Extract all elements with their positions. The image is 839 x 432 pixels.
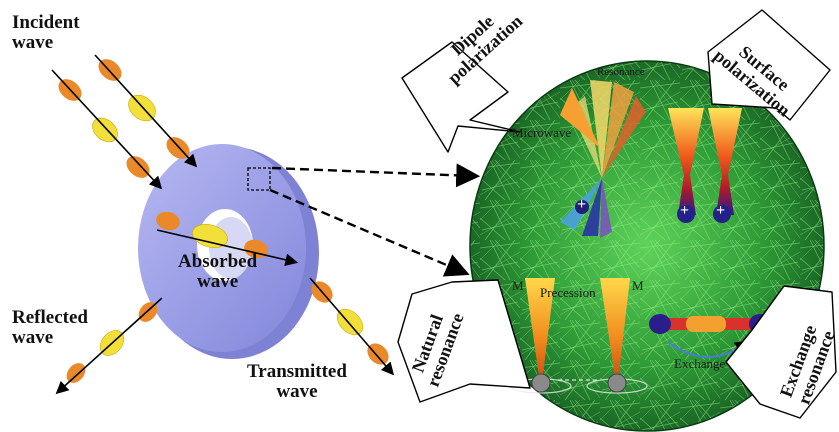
label-precession: Precession [540,286,596,300]
label-reflected-wave: Reflected wave [12,308,88,348]
zoom-arrow-upper [272,168,473,176]
label-microwave: Microwave [512,126,571,140]
label-exchange: Exchange [674,357,725,371]
transmitted-arrow [310,278,392,373]
plus-dipole: + [577,197,586,214]
label-resonance: Resonance [597,67,645,79]
plus-surface-right: + [716,203,725,220]
label-transmitted-wave: Transmitted wave [247,362,347,402]
label-m-left: M [512,279,524,293]
incident-wave-1 [54,75,153,183]
transmitted-wave [307,277,393,369]
label-incident-wave: Incident wave [12,13,80,53]
plus-surface-left: + [680,203,689,220]
incident-arrow-2 [95,55,195,165]
label-m-right: M [632,279,644,293]
label-absorbed-wave: Absorbed wave [178,252,257,292]
incident-arrow-1 [52,70,160,187]
